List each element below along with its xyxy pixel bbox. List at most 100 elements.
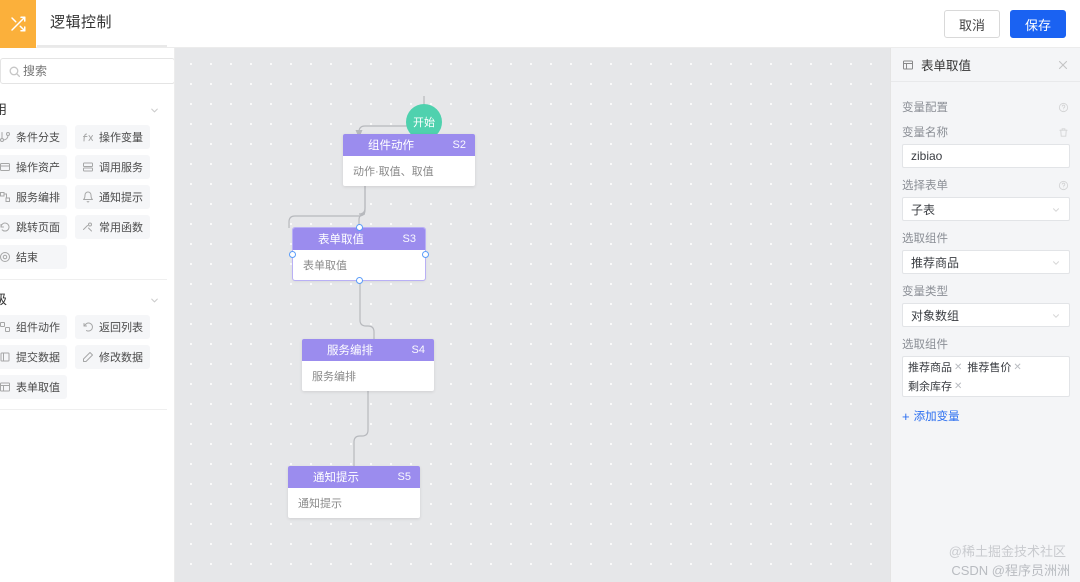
sidebar-section-advanced: 级 组件动作 返回列表 提交数据 [0,280,174,410]
search-box[interactable] [0,58,174,84]
flow-edges [288,96,425,475]
tag-item[interactable]: 剩余库存 ✕ [907,378,963,394]
shuffle-icon [9,15,27,33]
flow-node-step: S4 [411,344,425,356]
node-handle-right[interactable] [422,250,429,258]
flow-node-title: 通知提示 [313,472,359,484]
fx-icon [82,131,94,143]
node-handle-top[interactable] [355,224,363,231]
sidebar-item-edit-data[interactable]: 修改数据 [75,345,150,369]
app-logo[interactable] [0,0,36,48]
component-action-icon [0,321,11,333]
jump-page-icon [0,221,11,233]
variable-type-label: 变量类型 [902,286,948,298]
sidebar-section-title-common: 用 [0,99,7,118]
sidebar-item-label: 跳转页面 [16,222,60,234]
end-icon [0,251,11,263]
sidebar-section-header-advanced[interactable]: 级 [0,280,174,315]
variable-config-row: 变量配置 [902,99,1069,115]
tag-label: 剩余库存 [908,381,952,393]
select-form-value: 子表 [911,202,936,217]
flow-node-s3[interactable]: 表单取值 S3 表单取值 [289,224,429,284]
sidebar-item-label: 操作资产 [16,162,60,174]
sidebar-item-notify[interactable]: 通知提示 [75,185,150,209]
pick-component-row: 选取组件 [902,336,1069,352]
sidebar-item-jump-page[interactable]: 跳转页面 [0,215,67,239]
sidebar-item-submit-data[interactable]: 提交数据 [0,345,67,369]
panel-title: 表单取值 [921,59,972,73]
select-form-label: 选择表单 [902,180,948,192]
sidebar-item-label: 常用函数 [99,222,143,234]
flow-node-s2[interactable]: 组件动作 S2 动作·取值、取值 [343,134,475,186]
sidebar-item-common-function[interactable]: 常用函数 [75,215,150,239]
chevron-down-icon [1051,257,1061,267]
variable-name-label: 变量名称 [902,127,948,139]
sidebar-item-operate-variable[interactable]: 操作变量 [75,125,150,149]
select-component-value: 推荐商品 [911,255,960,270]
sidebar-item-back-list[interactable]: 返回列表 [75,315,150,339]
pick-component-label: 选取组件 [902,339,948,351]
watermark-primary: @稀土掘金技术社区 [948,544,1066,559]
tag-item[interactable]: 推荐商品 ✕ [907,359,963,375]
page-title: 逻辑控制 [50,14,113,31]
help-circle-icon[interactable] [1058,180,1069,191]
add-variable-button[interactable]: + 添加变量 [902,408,1069,424]
sidebar-item-label: 服务编排 [16,192,60,204]
flow-canvas[interactable]: 开始 组件动作 S2 动作·取值、取值 表单取值 S3 表单取值 服务编排 [175,48,890,582]
flow-node-title: 表单取值 [318,234,364,246]
select-component-label: 选取组件 [902,233,948,245]
sidebar-divider [0,279,167,280]
sidebar-item-service-orchestration[interactable]: 服务编排 [0,185,67,209]
branch-icon [0,131,11,143]
flow-node-s5[interactable]: 通知提示 S5 通知提示 [288,466,420,518]
sidebar-item-operate-asset[interactable]: 操作资产 [0,155,67,179]
sidebar-item-form-value[interactable]: 表单取值 [0,375,67,399]
tag-label: 推荐商品 [908,362,952,374]
tag-remove-icon[interactable]: ✕ [1013,361,1022,373]
node-handle-bottom[interactable] [355,277,363,284]
save-button[interactable]: 保存 [1009,10,1066,38]
flow-node-body: 表单取值 [303,260,347,272]
sidebar-item-condition-branch[interactable]: 条件分支 [0,125,67,149]
flow-node-s4[interactable]: 服务编排 S4 服务编排 [302,339,434,391]
variable-type-value: 对象数组 [911,308,960,323]
select-component-dropdown[interactable]: 推荐商品 [902,250,1070,274]
cancel-button[interactable]: 取消 [943,10,1000,38]
sidebar-item-label: 修改数据 [99,352,143,364]
search-wrap [0,48,174,90]
sidebar-item-label: 条件分支 [16,132,60,144]
search-input[interactable] [23,64,153,78]
flow-node-title: 服务编排 [327,345,373,357]
tag-item[interactable]: 推荐售价 ✕ [966,359,1022,375]
tag-label: 推荐售价 [967,362,1012,374]
back-list-icon [82,321,94,333]
sidebar-tiles-advanced: 组件动作 返回列表 提交数据 修改数据 表单取值 [0,315,174,405]
node-handle-left[interactable] [289,250,296,258]
flow-node-header: 服务编排 S4 [302,339,434,361]
tag-remove-icon[interactable]: ✕ [954,361,963,373]
start-node-label: 开始 [413,117,435,129]
form-value-icon [902,59,914,71]
select-form-dropdown[interactable]: 子表 [902,197,1070,221]
picked-components-tagbox[interactable]: 推荐商品 ✕ 推荐售价 ✕ 剩余库存 ✕ [902,356,1070,397]
variable-type-dropdown[interactable]: 对象数组 [902,303,1070,327]
properties-panel: 表单取值 变量配置 变量名称 选择表单 [890,48,1080,582]
tag-remove-icon[interactable]: ✕ [954,380,963,392]
sidebar-item-component-action[interactable]: 组件动作 [0,315,67,339]
title-underline [37,45,167,47]
sidebar-item-label: 返回列表 [99,322,143,334]
variable-name-input[interactable] [902,144,1070,168]
flow-node-header: 通知提示 S5 [288,466,420,488]
form-value-icon [0,381,11,393]
sidebar-section-header-common[interactable]: 用 [0,90,174,125]
flow-node-step: S2 [452,139,466,151]
trash-icon[interactable] [1058,127,1069,138]
help-circle-icon[interactable] [1058,102,1069,113]
flow-node-header: 组件动作 S2 [343,134,475,156]
sidebar-item-call-service[interactable]: 调用服务 [75,155,150,179]
sidebar-item-label: 通知提示 [99,192,143,204]
sidebar-item-label: 调用服务 [99,162,143,174]
close-icon[interactable] [1057,59,1069,71]
sidebar-item-end[interactable]: 结束 [0,245,67,269]
